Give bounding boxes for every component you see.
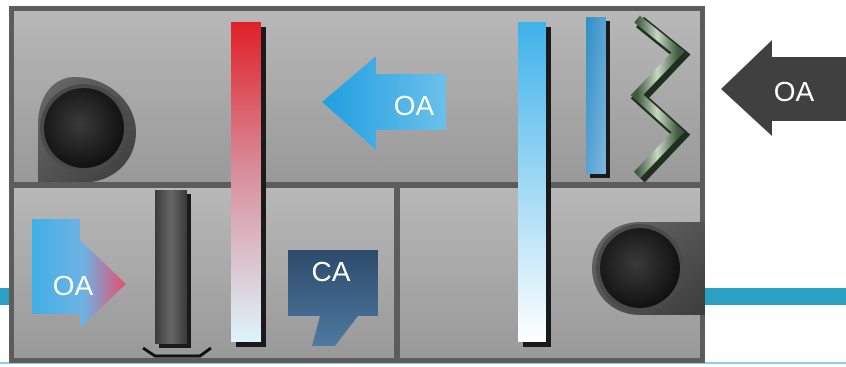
ca-arrow [288,250,378,346]
oa-flow-arrow [322,56,446,150]
oa-supply-arrow [32,219,126,328]
ca-label: CA [311,256,351,287]
oa-inlet-arrow [721,40,846,136]
cooling-coil [518,22,551,347]
fan-icon [38,77,136,182]
oa-flow-label: OA [393,90,435,121]
oa-inlet-label: OA [773,76,815,107]
oa-supply-label: OA [52,270,94,301]
pleated-filter-icon [630,15,691,183]
pre-coil [586,17,610,178]
fan-icon [592,222,705,315]
humidifier-pad [142,190,212,358]
heating-coil [231,22,266,347]
